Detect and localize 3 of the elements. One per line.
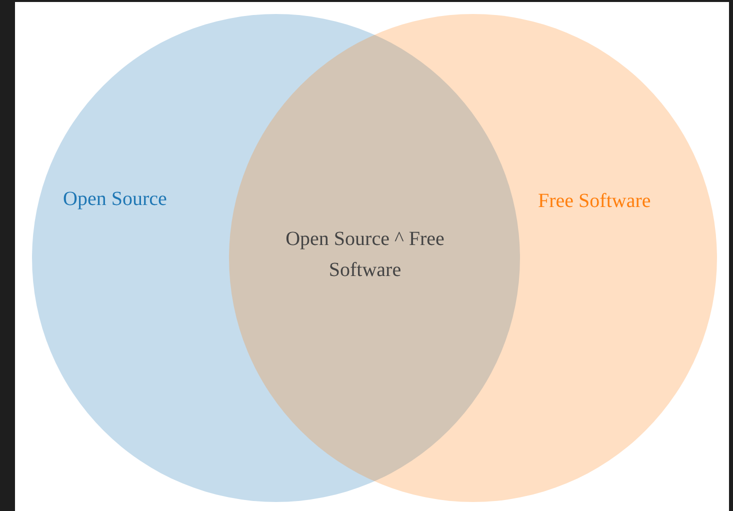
circle-label: Free Software — [538, 190, 651, 213]
intersection-label: Open Source ^ Free Software — [284, 227, 446, 283]
circle-label: Open Source — [63, 188, 167, 211]
